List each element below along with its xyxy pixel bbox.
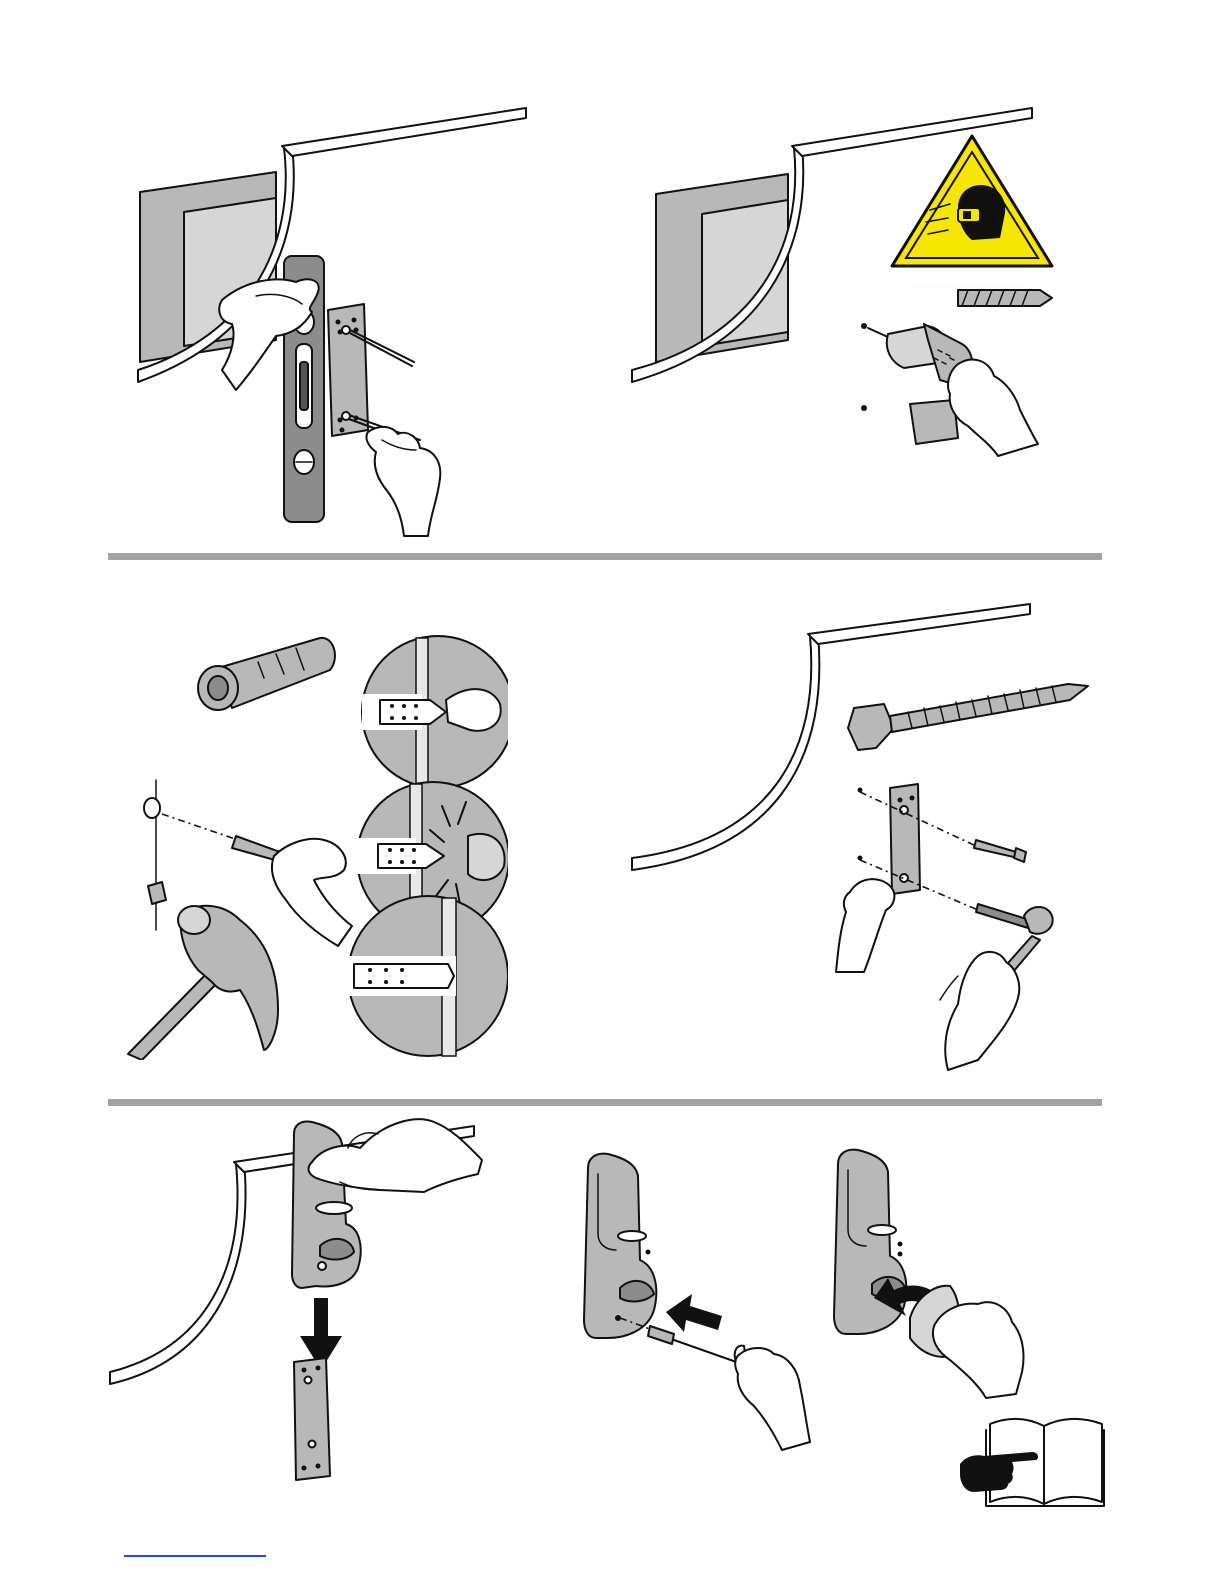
hole-mark-bottom: [858, 856, 863, 861]
hand-right: [366, 427, 440, 536]
hand: [272, 839, 352, 946]
section-divider-1: [108, 553, 1102, 560]
drilled-hole: [144, 798, 160, 818]
step-hang-holder-panel: [108, 1108, 538, 1498]
door-holder: [584, 1154, 656, 1338]
drill-holes-illustration: [628, 100, 1058, 540]
hole-mark-top: [858, 788, 863, 793]
ceiling-edge: [792, 108, 1032, 156]
hammer: [128, 906, 278, 1060]
bumper-illustration: [830, 1148, 1040, 1408]
drill-bit: [958, 290, 1052, 306]
wall-edge: [632, 634, 819, 870]
hand: [735, 1348, 810, 1450]
screw-small: [974, 840, 1026, 862]
consult-manual-icon: [954, 1412, 1108, 1508]
mounting-plate: [890, 784, 920, 894]
step-insert-anchors-panel: [108, 630, 508, 1060]
hand-right: [945, 952, 1019, 1070]
screw-plate-illustration: [628, 600, 1098, 1080]
step-set-screw-panel: [576, 1150, 836, 1480]
hand: [933, 1302, 1024, 1398]
step-drill-holes-panel: [628, 100, 1058, 540]
lag-screw: [848, 684, 1088, 750]
arrow-left-icon: [666, 1294, 722, 1332]
hand-left: [836, 879, 894, 972]
ceiling-edge: [808, 604, 1030, 644]
wall-plug: [198, 638, 335, 710]
zoom-circle-3: [346, 896, 508, 1056]
hand: [948, 360, 1038, 456]
mark-holes-illustration: [136, 100, 536, 540]
ceiling-edge: [282, 108, 526, 156]
hang-holder-illustration: [108, 1108, 538, 1498]
step-screw-plate-panel: [628, 600, 1098, 1080]
book-right-page: [1044, 1419, 1102, 1504]
mounting-plate: [294, 1358, 330, 1480]
footer-link-underline[interactable]: [124, 1555, 266, 1557]
wall-plug-inserted: [148, 882, 166, 904]
eye-protection-warning-icon: [892, 136, 1052, 266]
set-screw: [648, 1326, 674, 1344]
hole-mark-bottom: [861, 405, 867, 411]
step-mark-holes-panel: [136, 100, 536, 540]
hole-mark-top: [861, 323, 867, 329]
insert-anchors-illustration: [108, 630, 508, 1060]
zoom-circle-1: [362, 636, 508, 788]
step-bumper-panel: [830, 1148, 1040, 1408]
insertion-guide: [162, 814, 244, 842]
set-screw-illustration: [576, 1150, 836, 1480]
wall-edge: [110, 1162, 246, 1384]
manual-book-illustration: [954, 1412, 1108, 1508]
section-divider-2: [108, 1099, 1102, 1106]
